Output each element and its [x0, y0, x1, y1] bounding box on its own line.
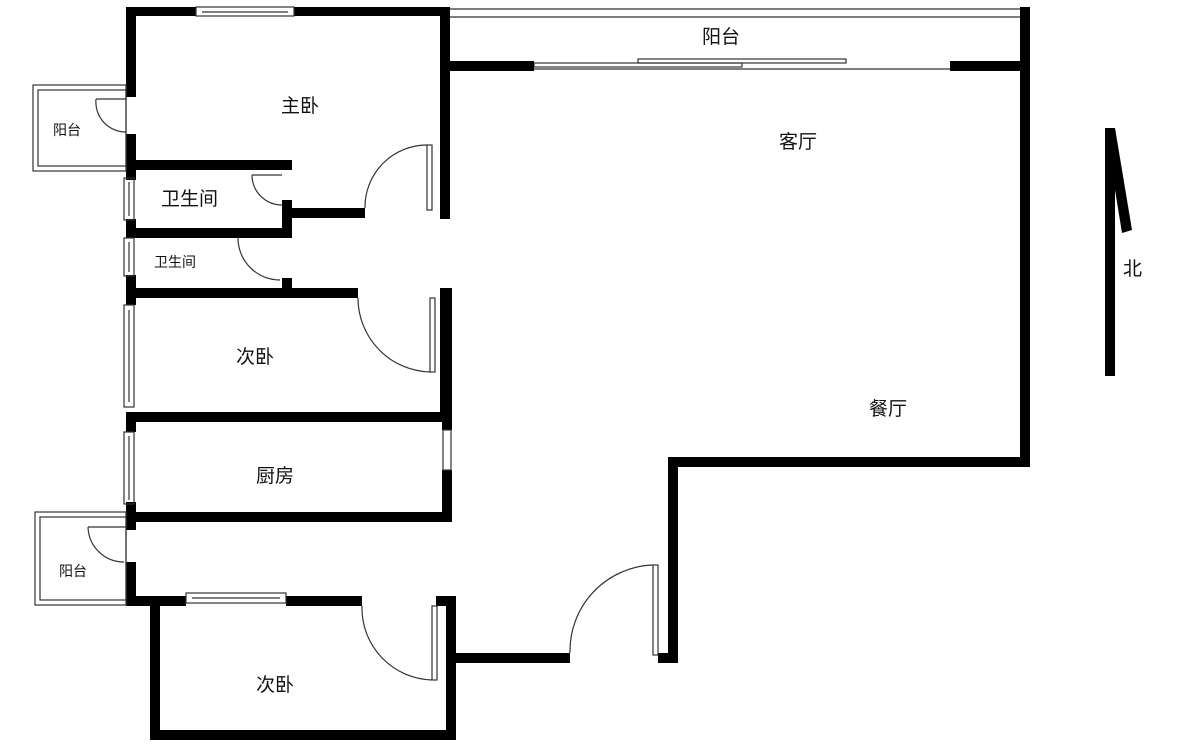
room-label-living-room: 客厅	[779, 131, 817, 153]
balcony-top-outline	[448, 8, 1022, 70]
compass-label: 北	[1123, 258, 1142, 280]
room-label-dining-room: 餐厅	[869, 398, 907, 420]
room-label-bathroom-2: 卫生间	[154, 255, 196, 271]
north-arrow-icon	[1105, 128, 1132, 376]
windows	[123, 6, 452, 604]
balcony-left-lower-outline	[34, 511, 127, 606]
room-label-bedroom-3: 次卧	[256, 674, 294, 696]
room-label-master-bedroom: 主卧	[281, 95, 319, 117]
room-label-balcony-left-upper: 阳台	[53, 123, 81, 139]
room-label-balcony-left-lower: 阳台	[59, 564, 87, 580]
room-label-kitchen: 厨房	[256, 465, 294, 487]
sliding-door-top	[533, 58, 847, 68]
room-label-bathroom-1: 卫生间	[161, 188, 218, 210]
room-label-balcony-top: 阳台	[702, 26, 740, 48]
balcony-left-upper-outline	[32, 84, 127, 172]
walls	[126, 7, 1030, 740]
room-label-bedroom-2: 次卧	[236, 346, 274, 368]
doors	[87, 98, 659, 681]
